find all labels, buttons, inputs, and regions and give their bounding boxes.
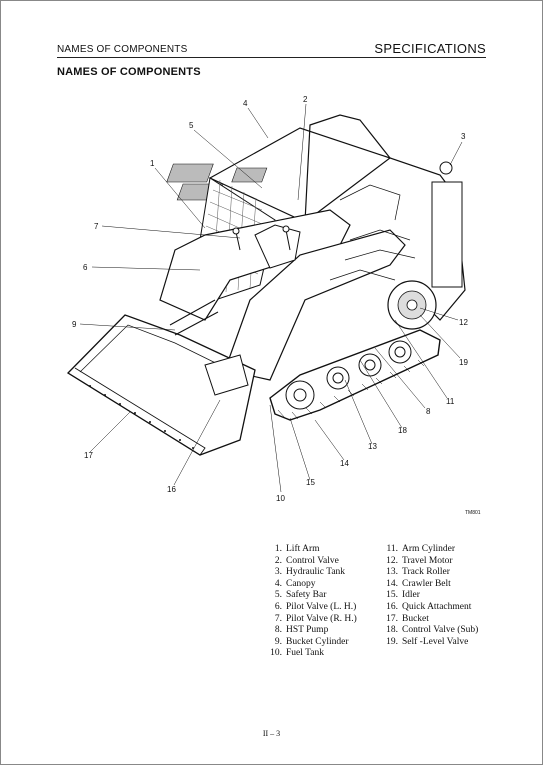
legend-item: 11.Arm Cylinder xyxy=(386,544,456,554)
bucket-edge xyxy=(67,367,206,456)
legend-item: 10.Fuel Tank xyxy=(270,648,324,659)
legend-item: 16.Quick Attachment xyxy=(386,601,472,612)
lift-arm-left xyxy=(159,209,351,321)
track-treads xyxy=(277,359,425,420)
callout-7: 7 xyxy=(94,222,99,231)
legend-item-label: Canopy xyxy=(286,578,316,589)
control-levers xyxy=(235,229,291,251)
header-section-title: NAMES OF COMPONENTS xyxy=(57,44,188,55)
callout-4: 4 xyxy=(243,99,248,108)
legend-item: 12.Travel Motor xyxy=(386,555,453,566)
header-chapter-title: SPECIFICATIONS xyxy=(374,41,486,56)
legend-item: 1.Lift Arm xyxy=(274,544,320,554)
legend-item: 14.Crawler Belt xyxy=(386,578,451,589)
legend-item-label: Fuel Tank xyxy=(286,648,324,659)
legend-item: 3.Hydraulic Tank xyxy=(274,567,346,578)
callout-19: 19 xyxy=(459,358,468,367)
callout-16: 16 xyxy=(167,485,176,494)
legend-item: 19.Self -Level Valve xyxy=(386,636,469,647)
legend-item-label: Self -Level Valve xyxy=(402,636,469,647)
callout-5: 5 xyxy=(189,121,194,130)
legend-item: 8.HST Pump xyxy=(274,625,329,636)
legend-item-label: Control Valve xyxy=(286,555,339,566)
legend-column-left: 1.Lift Arm 2.Control Valve 3.Hydraulic T… xyxy=(266,544,357,660)
callout-1: 1 xyxy=(150,159,155,168)
bucket-cylinder xyxy=(169,299,219,336)
legend-item: 13.Track Roller xyxy=(386,567,450,578)
callout-6: 6 xyxy=(83,263,88,272)
legend-item: 6.Pilot Valve (L. H.) xyxy=(274,601,357,612)
legend-item-label: Safety Bar xyxy=(286,590,327,601)
legend-item-label: Idler xyxy=(402,590,420,601)
legend-item-label: Track Roller xyxy=(402,567,450,578)
legend-item-label: Bucket Cylinder xyxy=(286,636,349,647)
legend-item-label: Crawler Belt xyxy=(402,578,451,589)
callout-9: 9 xyxy=(72,320,77,329)
legend-item-label: Hydraulic Tank xyxy=(286,567,346,578)
hydraulic-tank-body xyxy=(431,181,463,288)
legend-item: 2.Control Valve xyxy=(274,555,339,566)
tank-cap xyxy=(439,161,453,175)
legend-item: 7.Pilot Valve (R. H.) xyxy=(274,613,357,624)
machine-illustration xyxy=(66,114,466,456)
callout-15: 15 xyxy=(306,478,315,487)
callout-17: 17 xyxy=(84,451,93,460)
callout-14: 14 xyxy=(340,459,349,468)
legend-item-label: Bucket xyxy=(402,613,429,624)
engine-details xyxy=(329,184,416,281)
legend-item: 15.Idler xyxy=(386,590,420,601)
operator-seat xyxy=(254,224,301,269)
callout-18: 18 xyxy=(398,426,407,435)
callout-numbers: 1 2 3 4 5 6 7 8 9 10 11 12 13 14 15 16 1… xyxy=(72,95,468,503)
page-number: II – 3 xyxy=(262,729,281,738)
rear-frame xyxy=(304,114,466,321)
legend-item-label: Lift Arm xyxy=(286,544,320,554)
legend-item: 17.Bucket xyxy=(386,613,429,624)
legend-item-label: HST Pump xyxy=(286,625,329,636)
page-title: NAMES OF COMPONENTS xyxy=(57,66,201,78)
legend-item-label: Travel Motor xyxy=(402,555,453,566)
callout-3: 3 xyxy=(461,132,466,141)
track-rollers xyxy=(285,340,412,410)
callout-10: 10 xyxy=(276,494,285,503)
bucket-inner xyxy=(79,324,241,376)
legend-item: 5.Safety Bar xyxy=(274,590,327,601)
callout-12: 12 xyxy=(459,318,468,327)
legend-item: 9.Bucket Cylinder xyxy=(274,636,349,647)
legend-item: 18.Control Valve (Sub) xyxy=(386,625,479,636)
legend-item-label: Pilot Valve (L. H.) xyxy=(286,601,357,612)
leader-lines xyxy=(79,103,463,493)
callout-13: 13 xyxy=(368,442,377,451)
legend-item-label: Control Valve (Sub) xyxy=(402,625,479,636)
legend-item-label: Arm Cylinder xyxy=(402,544,456,554)
callout-11: 11 xyxy=(446,397,455,406)
legend-item-label: Pilot Valve (R. H.) xyxy=(286,613,357,624)
callout-8: 8 xyxy=(426,407,431,416)
quick-attachment xyxy=(204,354,249,396)
bucket-edge-rivets xyxy=(89,385,194,449)
header-rule xyxy=(57,57,486,58)
legend-item-label: Quick Attachment xyxy=(402,601,472,612)
lift-arm-right xyxy=(224,229,406,381)
callout-2: 2 xyxy=(303,95,308,104)
legend-item: 4.Canopy xyxy=(274,578,316,589)
figure-code: TM801 xyxy=(465,510,481,516)
legend-column-right: 11.Arm Cylinder 12.Travel Motor 13.Track… xyxy=(382,544,478,648)
